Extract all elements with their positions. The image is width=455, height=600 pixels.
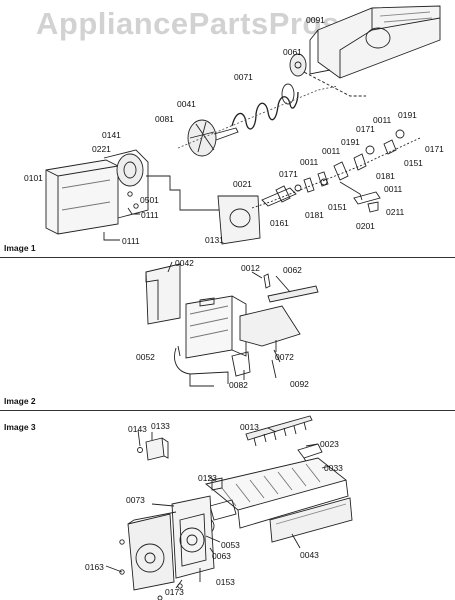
- part-label-0211: 0211: [386, 207, 405, 217]
- section-title-image-3: Image 3: [4, 422, 36, 432]
- part-label-0063: 0063: [212, 551, 231, 561]
- part-label-0151-a: 0151: [404, 158, 423, 168]
- part-label-0163: 0163: [85, 562, 104, 572]
- part-label-0111-lower: 0111: [122, 236, 140, 246]
- part-label-0141: 0141: [102, 130, 121, 140]
- part-label-0073: 0073: [126, 495, 145, 505]
- section-divider-1: [0, 257, 455, 258]
- part-label-0151-b: 0151: [328, 202, 347, 212]
- part-label-0181-a: 0181: [305, 210, 324, 220]
- part-label-0171-b: 0171: [356, 124, 375, 134]
- part-label-0011-d: 0011: [384, 184, 403, 194]
- part-label-0133: 0133: [151, 421, 170, 431]
- icemaker-mount-assembly: [146, 262, 318, 386]
- ice-auger-assembly: [46, 6, 440, 244]
- part-label-0201: 0201: [356, 221, 375, 231]
- part-label-0011-a: 0011: [300, 157, 319, 167]
- part-label-0143: 0143: [128, 424, 147, 434]
- part-label-0091: 0091: [306, 15, 325, 25]
- part-label-0101: 0101: [24, 173, 43, 183]
- part-label-0012: 0012: [241, 263, 260, 273]
- part-label-0053: 0053: [221, 540, 240, 550]
- part-label-0221: 0221: [92, 144, 111, 154]
- part-label-0043: 0043: [300, 550, 319, 560]
- part-label-0072: 0072: [275, 352, 294, 362]
- part-label-0171-c: 0171: [425, 144, 444, 154]
- part-label-0171-a: 0171: [279, 169, 298, 179]
- part-label-0111-upper: 0111: [141, 210, 159, 220]
- part-label-0153: 0153: [216, 577, 235, 587]
- part-label-0042: 0042: [175, 258, 194, 268]
- part-label-0181-b: 0181: [376, 171, 395, 181]
- section-title-image-2: Image 2: [4, 396, 36, 406]
- section-title-image-1: Image 1: [4, 243, 36, 253]
- part-label-0123: 0123: [198, 473, 217, 483]
- part-label-0191-a: 0191: [341, 137, 360, 147]
- part-label-0131: 0131: [205, 235, 224, 245]
- part-label-0082: 0082: [229, 380, 248, 390]
- part-label-0161: 0161: [270, 218, 289, 228]
- part-label-0173: 0173: [165, 587, 184, 597]
- part-label-0011-b: 0011: [322, 146, 341, 156]
- part-label-0191-b: 0191: [398, 110, 417, 120]
- part-label-0081: 0081: [155, 114, 174, 124]
- part-label-0023: 0023: [320, 439, 339, 449]
- part-label-0052: 0052: [136, 352, 155, 362]
- part-label-0092: 0092: [290, 379, 309, 389]
- part-label-0021: 0021: [233, 179, 252, 189]
- icemaker-exploded-assembly: [106, 416, 352, 600]
- part-label-0033: 0033: [324, 463, 343, 473]
- part-label-0071: 0071: [234, 72, 253, 82]
- part-label-0501: 0501: [140, 195, 159, 205]
- part-label-0011-c: 0011: [373, 115, 392, 125]
- part-label-0061: 0061: [283, 47, 302, 57]
- part-label-0013: 0013: [240, 422, 259, 432]
- part-label-0062: 0062: [283, 265, 302, 275]
- section-divider-2: [0, 410, 455, 411]
- part-label-0041: 0041: [177, 99, 196, 109]
